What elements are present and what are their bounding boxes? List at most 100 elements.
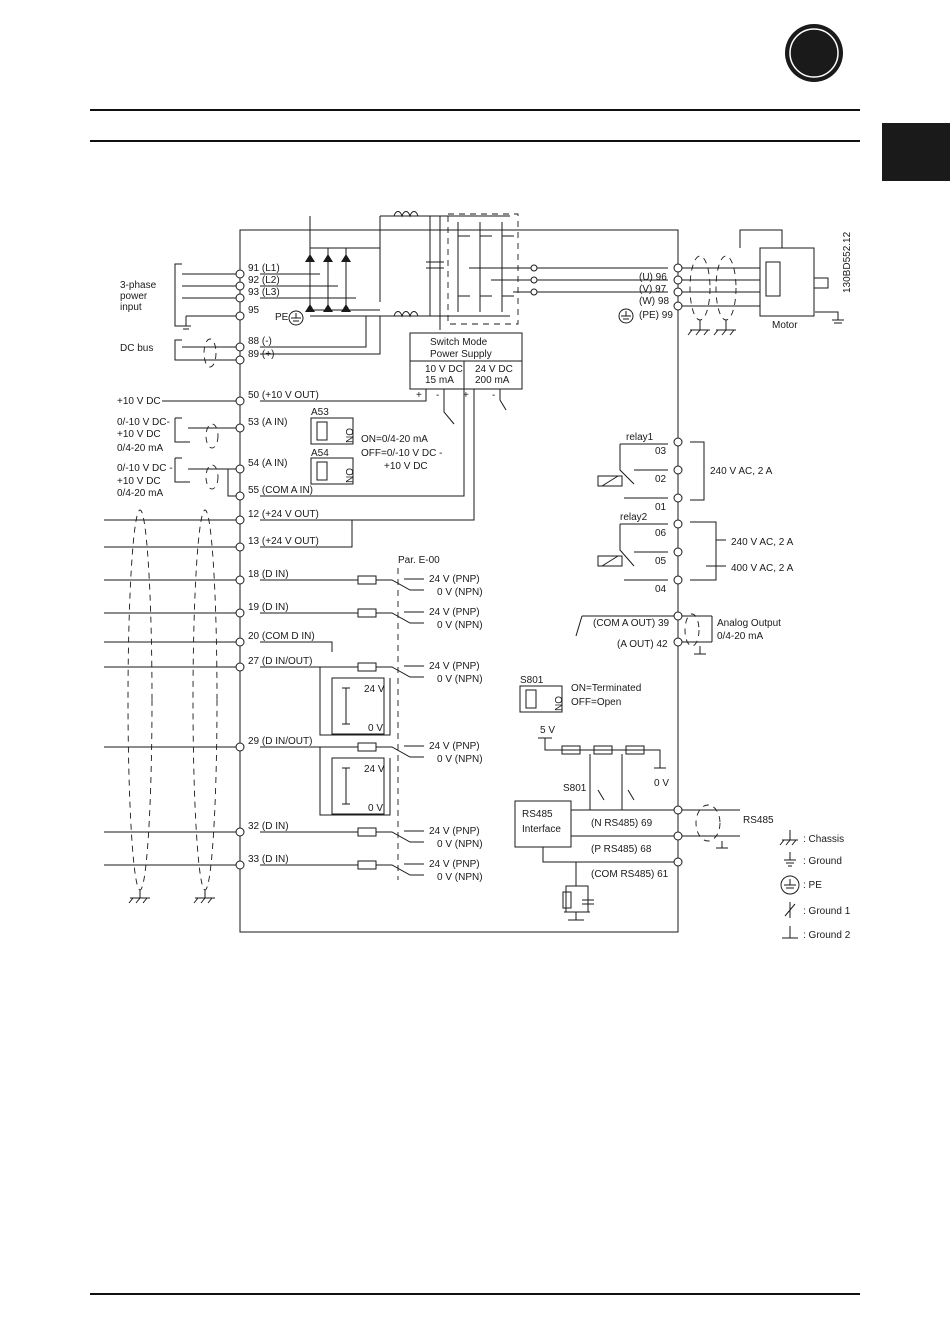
- svg-text:GE: GE: [807, 53, 822, 64]
- relay2-label: relay2: [620, 512, 648, 523]
- footer-rule: [90, 1293, 860, 1295]
- legend-ground: : Ground: [803, 856, 842, 867]
- svg-text:(COM A OUT) 39: (COM A OUT) 39: [593, 618, 670, 629]
- ain2-label-3: 0/4-20 mA: [117, 488, 163, 499]
- svg-text:05: 05: [655, 556, 667, 567]
- dio27-box: 24 V 0 V: [319, 666, 391, 736]
- relay2-rating-b: 400 V AC, 2 A: [731, 563, 794, 574]
- terminal-label-t18: 18 (D IN): [248, 569, 289, 580]
- a54-label: A54: [311, 448, 329, 459]
- digital-input-circuit-2: 24 V (PNP) 0 V (NPN): [260, 607, 483, 631]
- svg-text:(COM RS485) 61: (COM RS485) 61: [591, 869, 669, 880]
- chapter-tab: [882, 123, 950, 181]
- terminal-label-t93: 93 (L3): [248, 287, 280, 298]
- svg-text:S801: S801: [520, 675, 544, 686]
- a53-label: A53: [311, 407, 329, 418]
- terminal-label-t20: 20 (COM D IN): [248, 631, 315, 642]
- ain1-label-2: +10 V DC: [117, 429, 161, 440]
- terminal-label-t32: 32 (D IN): [248, 821, 289, 832]
- ain2-label-2: +10 V DC: [117, 476, 161, 487]
- svg-text:0 V: 0 V: [368, 803, 383, 814]
- digital-input-circuit-6: 24 V (PNP)0 V (NPN): [260, 859, 483, 883]
- term-v: (V) 97: [639, 284, 667, 295]
- analog-output: (COM A OUT) 39 (A OUT) 42 Analog Output …: [575, 611, 781, 655]
- terminal-label-t95: 95: [248, 305, 260, 316]
- pnp-label: 24 V (PNP): [429, 826, 480, 837]
- svg-text:S801: S801: [563, 783, 587, 794]
- dio29-box: 24 V 0 V: [319, 746, 391, 816]
- header-rule-top: [90, 109, 860, 111]
- terminal-t88: [235, 342, 245, 352]
- svg-text:Interface: Interface: [522, 824, 561, 835]
- terminal-t13: [235, 542, 245, 552]
- terminal-t53: [235, 423, 245, 433]
- npn-label: 0 V (NPN): [437, 674, 483, 685]
- ge-logo: GE: [783, 22, 845, 89]
- pe-label: PE: [275, 312, 289, 323]
- smps-out2-2: 200 mA: [475, 375, 510, 386]
- smps-title-1: Switch Mode: [430, 337, 488, 348]
- motor-side: (U) 96 (V) 97 (W) 98 (PE) 99 Motor: [618, 229, 844, 336]
- terminal-label-t13: 13 (+24 V OUT): [248, 536, 319, 547]
- legend-ground2: : Ground 2: [803, 930, 851, 941]
- smps-out2-1: 24 V DC: [475, 364, 513, 375]
- npn-label: 0 V (NPN): [437, 754, 483, 765]
- header-rule-bottom: [90, 140, 860, 142]
- s801-switch: S801 ON ON=Terminated OFF=Open: [519, 675, 641, 713]
- terminal-t93: [235, 293, 245, 303]
- terminal-t89: [235, 355, 245, 365]
- ain1-label-3: 0/4-20 mA: [117, 443, 163, 454]
- relay1-rating: 240 V AC, 2 A: [710, 466, 773, 477]
- svg-text:5 V: 5 V: [540, 725, 555, 736]
- terminal-t18: [235, 575, 245, 585]
- npn-label: 0 V (NPN): [437, 872, 483, 883]
- svg-text:(N RS485) 69: (N RS485) 69: [591, 818, 653, 829]
- terminal-label-t50: 50 (+10 V OUT): [248, 390, 319, 401]
- terminal-t19: [235, 608, 245, 618]
- terminal-label-t53: 53 (A IN): [248, 417, 287, 428]
- power-input-group: 3-phase power input: [120, 263, 240, 330]
- svg-text:03: 03: [655, 446, 667, 457]
- svg-text:RS485: RS485: [743, 815, 774, 826]
- smps-title-2: Power Supply: [430, 349, 492, 360]
- terminal-t55: [235, 491, 245, 501]
- ain2-label-1: 0/-10 V DC -: [117, 463, 173, 474]
- svg-text:02: 02: [655, 474, 667, 485]
- term-w: (W) 98: [639, 296, 669, 307]
- npn-label: 0 V (NPN): [437, 839, 483, 850]
- rs485-section: 5 V 0 V S801 RS485 Interface (N RS485) 6…: [514, 725, 774, 921]
- dc-bus-label: DC bus: [120, 343, 153, 354]
- term-pe: (PE) 99: [639, 310, 673, 321]
- svg-text:ON: ON: [343, 428, 354, 443]
- terminal-t29: [235, 742, 245, 752]
- digital-input-circuit-5: 24 V (PNP) 0 V (NPN): [260, 826, 483, 850]
- smps-out1-2: 15 mA: [425, 375, 454, 386]
- svg-text:(A OUT) 42: (A OUT) 42: [617, 639, 668, 650]
- terminal-t32: [235, 827, 245, 837]
- svg-text:RS485: RS485: [522, 809, 553, 820]
- pnp-label: 24 V (PNP): [429, 607, 480, 618]
- figure-id: 130BD552.12: [842, 231, 853, 293]
- terminal-t50: [235, 396, 245, 406]
- terminal-label-t88: 88 (-): [248, 336, 272, 347]
- legend-ground1: : Ground 1: [803, 906, 851, 917]
- npn-label: 0 V (NPN): [437, 620, 483, 631]
- legend-pe: : PE: [803, 880, 822, 891]
- terminal-t20: [235, 637, 245, 647]
- svg-text:+: +: [416, 390, 422, 401]
- power-input-label-2: power: [120, 291, 148, 302]
- relay2-rating-a: 240 V AC, 2 A: [731, 537, 794, 548]
- terminal-label-t91: 91 (L1): [248, 263, 280, 274]
- digital-input-area: Par. E-00: [397, 555, 440, 880]
- pnp-label: 24 V (PNP): [429, 574, 480, 585]
- pnp-label: 24 V (PNP): [429, 741, 480, 752]
- terminal-t54: [235, 464, 245, 474]
- a-switch-desc-3: +10 V DC: [384, 461, 428, 472]
- svg-text:01: 01: [655, 502, 667, 513]
- power-input-label-3: input: [120, 302, 142, 313]
- terminal-label-t27: 27 (D IN/OUT): [248, 656, 312, 667]
- svg-text:ON=Terminated: ON=Terminated: [571, 683, 641, 694]
- svg-text:06: 06: [655, 528, 667, 539]
- terminal-label-t54: 54 (A IN): [248, 458, 287, 469]
